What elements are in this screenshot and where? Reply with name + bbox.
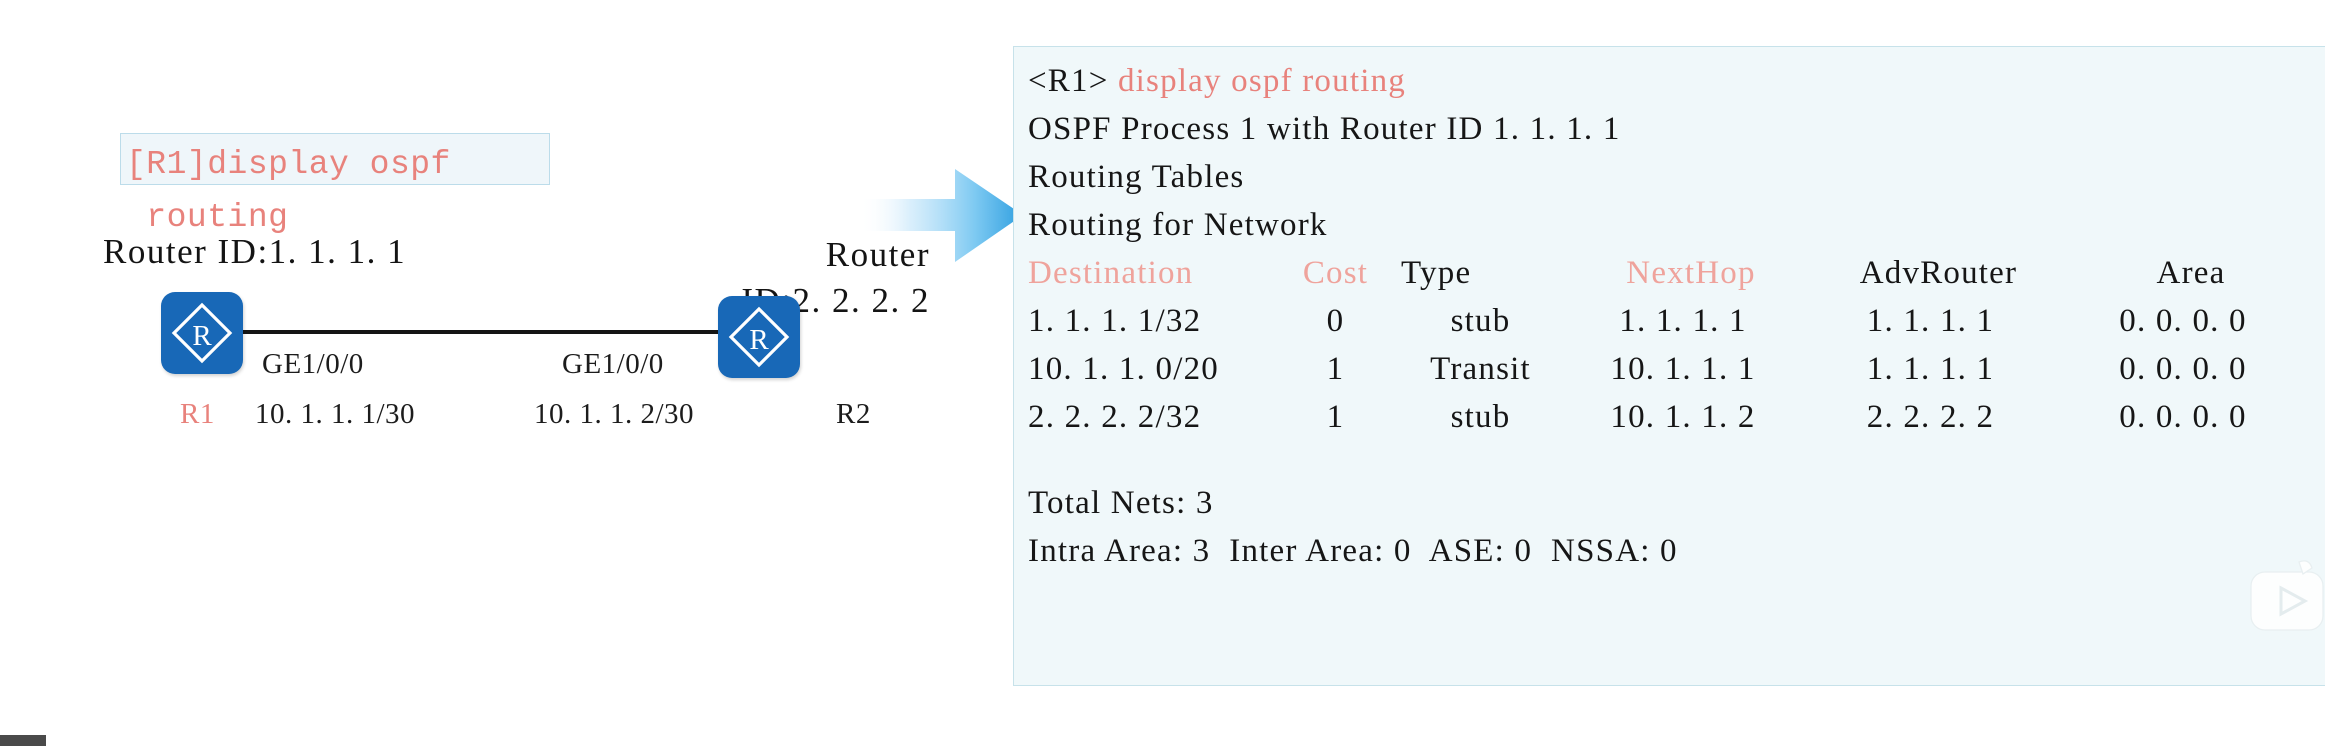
table-row: 1. 1. 1. 1/32 0 stub 1. 1. 1. 1 1. 1. 1.… <box>1028 297 2325 345</box>
column-header-type: Type <box>1401 255 1472 291</box>
terminal-blank-line <box>1028 441 2325 479</box>
router-label-r2: R2 <box>836 398 871 430</box>
right-router-id-label: Router ID:2. 2. 2. 2 <box>630 232 930 324</box>
cell-area: 0. 0. 0. 0 <box>2119 303 2247 339</box>
cell-cost: 0 <box>1326 303 1345 339</box>
svg-text:R: R <box>192 320 212 352</box>
cell-nexthop: 10. 1. 1. 2 <box>1610 399 1756 435</box>
cell-nexthop: 1. 1. 1. 1 <box>1619 303 1747 339</box>
column-header-destination: Destination <box>1028 255 1194 291</box>
table-row: 10. 1. 1. 0/20 1 Transit 10. 1. 1. 1 1. … <box>1028 345 2325 393</box>
left-interface-ip: 10. 1. 1. 1/30 <box>255 398 416 430</box>
table-row: 2. 2. 2. 2/32 1 stub 10. 1. 1. 2 2. 2. 2… <box>1028 393 2325 441</box>
play-badge-icon <box>2250 560 2324 631</box>
total-nets-line: Total Nets: 3 <box>1028 485 1214 521</box>
terminal-command: display ospf routing <box>1117 63 1406 99</box>
column-header-advrouter: AdvRouter <box>1859 255 2018 291</box>
terminal-output-panel: <R1> display ospf routing OSPF Process 1… <box>1013 46 2325 686</box>
cell-cost: 1 <box>1326 351 1345 387</box>
cell-cost: 1 <box>1326 399 1345 435</box>
network-topology-diagram: [R1]display ospf routing Router ID:1. 1.… <box>0 0 1010 746</box>
routing-tables-line: Routing Tables <box>1028 159 1245 195</box>
cell-type: stub <box>1450 399 1511 435</box>
cell-destination: 2. 2. 2. 2/32 <box>1028 399 1202 435</box>
cell-nexthop: 10. 1. 1. 1 <box>1610 351 1756 387</box>
cell-destination: 1. 1. 1. 1/32 <box>1028 303 1202 339</box>
router-icon-r2: R <box>718 296 800 378</box>
left-interface-name: GE1/0/0 <box>262 348 364 380</box>
cell-type: Transit <box>1430 351 1531 387</box>
right-arrow-icon <box>860 169 1023 262</box>
right-interface-ip: 10. 1. 1. 2/30 <box>534 398 695 430</box>
command-callout-box <box>120 133 550 185</box>
column-header-cost: Cost <box>1302 255 1369 291</box>
terminal-prompt: <R1> <box>1028 63 1118 99</box>
area-summary-line: Intra Area: 3 Inter Area: 0 ASE: 0 NSSA:… <box>1028 533 1678 569</box>
routing-for-network-line: Routing for Network <box>1028 207 1328 243</box>
right-router-id-line1: Router <box>825 235 930 274</box>
terminal-prompt-line: <R1> display ospf routing <box>1028 57 2325 105</box>
cell-destination: 10. 1. 1. 0/20 <box>1028 351 1219 387</box>
column-header-nexthop: NextHop <box>1626 255 1756 291</box>
bottom-left-strip <box>0 735 46 746</box>
column-header-area: Area <box>2156 255 2226 291</box>
terminal-body: <R1> display ospf routing OSPF Process 1… <box>1014 47 2325 575</box>
router-label-r1: R1 <box>180 398 215 430</box>
cell-type: stub <box>1450 303 1511 339</box>
right-interface-name: GE1/0/0 <box>562 348 664 380</box>
cell-area: 0. 0. 0. 0 <box>2119 351 2247 387</box>
router-icon-r1: R <box>161 292 243 374</box>
cell-advrouter: 1. 1. 1. 1 <box>1866 303 1995 339</box>
svg-text:R: R <box>749 324 769 356</box>
ospf-process-line: OSPF Process 1 with Router ID 1. 1. 1. 1 <box>1028 111 1621 147</box>
left-router-id-label: Router ID:1. 1. 1. 1 <box>103 232 407 271</box>
routing-table-header: Destination Cost Type NextHop AdvRouter … <box>1028 249 2325 297</box>
ethernet-link-line <box>238 330 758 334</box>
cell-advrouter: 1. 1. 1. 1 <box>1866 351 1995 387</box>
command-callout-text: [R1]display ospf routing <box>126 146 451 236</box>
cell-advrouter: 2. 2. 2. 2 <box>1866 399 1995 435</box>
cell-area: 0. 0. 0. 0 <box>2119 399 2247 435</box>
